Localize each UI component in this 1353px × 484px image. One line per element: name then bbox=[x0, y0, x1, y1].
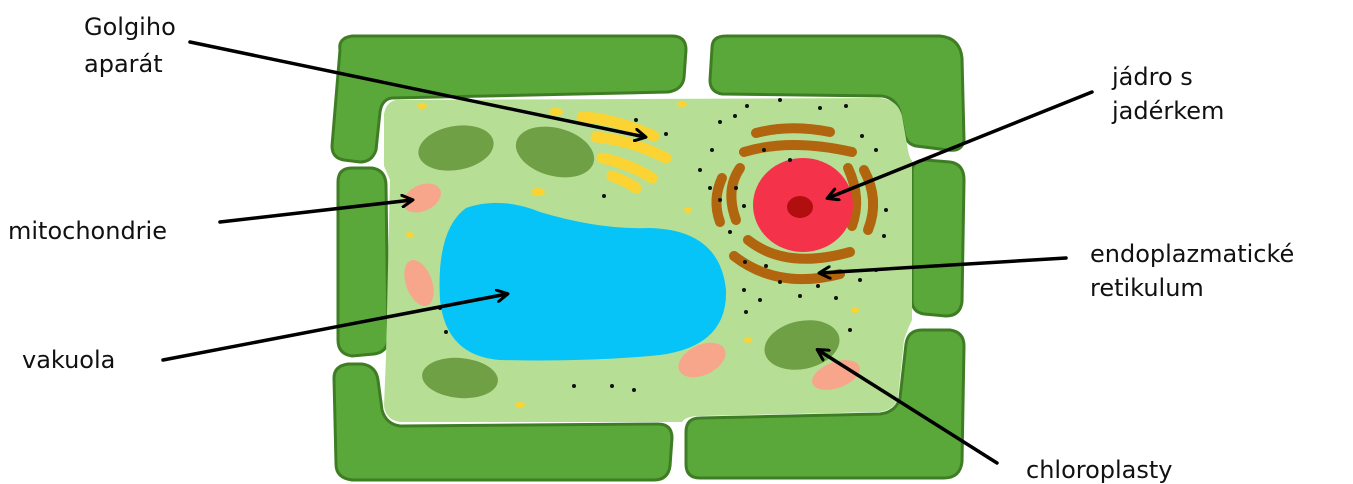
nucleolus bbox=[787, 196, 813, 218]
label-golgi-line1: Golgiho bbox=[84, 13, 176, 41]
label-mitochondria: mitochondrie bbox=[8, 217, 167, 245]
label-er-line1: endoplazmatické bbox=[1090, 240, 1294, 268]
label-nucleus-line2: jadérkem bbox=[1111, 97, 1224, 125]
label-chloroplasts: chloroplasty bbox=[1026, 456, 1173, 484]
cell-wall-right bbox=[912, 160, 964, 316]
label-nucleus-line1: jádro s bbox=[1111, 63, 1193, 91]
cell-wall-left bbox=[338, 168, 388, 356]
label-vacuole: vakuola bbox=[22, 346, 115, 374]
label-er-line2: retikulum bbox=[1090, 274, 1204, 302]
label-golgi-line2: aparát bbox=[84, 50, 163, 78]
